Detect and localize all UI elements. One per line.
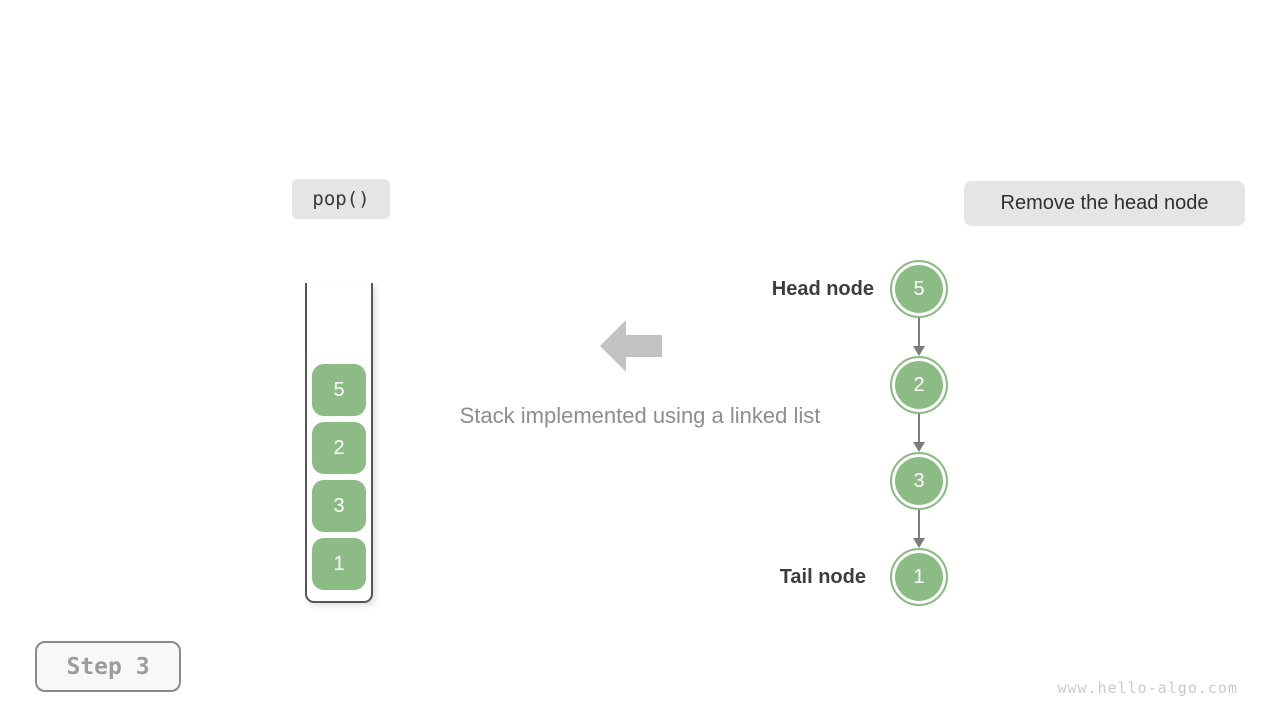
node-value: 1	[913, 565, 925, 588]
stack-item: 5	[312, 364, 366, 416]
node-value: 5	[913, 277, 925, 300]
down-arrow-icon	[908, 318, 930, 356]
node-value: 2	[913, 373, 925, 396]
stack-item: 2	[312, 422, 366, 474]
arrow-head	[913, 538, 925, 548]
operation-label-box: pop()	[292, 179, 390, 219]
arrow-shaft	[918, 318, 920, 347]
note-label-box: Remove the head node	[964, 181, 1245, 226]
note-label: Remove the head node	[1000, 192, 1209, 214]
stack-item-value: 3	[333, 494, 345, 517]
diagram-caption: Stack implemented using a linked list	[459, 403, 821, 428]
arrow-shaft	[918, 510, 920, 539]
stack-item-value: 5	[333, 378, 345, 401]
down-arrow-icon	[908, 510, 930, 548]
linked-list-node: 5	[890, 260, 948, 318]
tail-node-label: Tail node	[779, 566, 866, 588]
stack-item-value: 1	[333, 552, 345, 575]
step-indicator: Step 3	[35, 641, 181, 692]
stack-container: 5 2 3 1	[305, 283, 373, 603]
linked-list-node: 1	[890, 548, 948, 606]
watermark: www.hello-algo.com	[1057, 679, 1238, 697]
head-node-label: Head node	[771, 278, 874, 300]
arrow-head	[913, 442, 925, 452]
operation-label: pop()	[312, 188, 370, 210]
step-label: Step 3	[66, 653, 150, 680]
arrow-head	[913, 346, 925, 356]
left-block-arrow-icon	[600, 320, 662, 372]
stack-item: 1	[312, 538, 366, 590]
stack-item-value: 2	[333, 436, 345, 459]
node-value: 3	[913, 469, 925, 492]
down-arrow-icon	[908, 414, 930, 452]
linked-list-node: 3	[890, 452, 948, 510]
arrow-shaft	[918, 414, 920, 443]
linked-list-node: 2	[890, 356, 948, 414]
stack-item: 3	[312, 480, 366, 532]
